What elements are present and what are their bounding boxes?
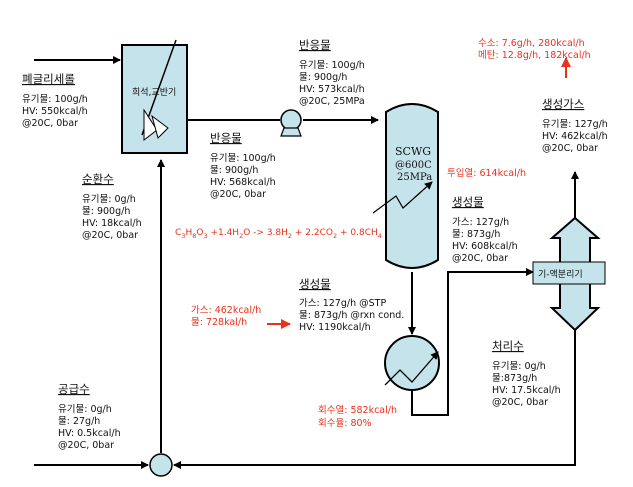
pump-icon [280, 109, 302, 131]
recovered-heat: 회수열: 582kcal/h [318, 405, 397, 416]
supply-line-4: @20C, 0bar [58, 440, 114, 451]
reactant2-line-1: 유기물: 100g/h [299, 60, 365, 71]
recycle-line-4: @20C, 0bar [82, 230, 138, 241]
heat-recovery-icon [384, 351, 439, 386]
reactant1-title: 반응물 [210, 131, 242, 145]
product2-line-3: HV: 608kcal/h [452, 241, 518, 252]
reactant1-line-4: @20C, 0bar [210, 189, 266, 200]
methane-output: 메탄: 12.8g/h, 182kcal/h [478, 50, 591, 61]
liquid-return-line [173, 330, 576, 469]
product1-line-3: HV: 1190kcal/h [299, 322, 371, 333]
reactor-name: SCWG [395, 145, 431, 158]
product1-line-1: 가스: 127g/h @STP [299, 298, 386, 309]
gas-title: 생성가스 [542, 97, 584, 111]
product2-line-2: 물: 873g/h [452, 229, 500, 240]
product2-title: 생성물 [452, 195, 484, 209]
gas-line-3: @20C, 0bar [542, 143, 598, 154]
feed-line-3: @20C, 0bar [22, 118, 78, 129]
reaction-equation: C3H8O3 +1.4H2O -> 3.8H2 + 2.2CO2 + 0.8CH… [175, 228, 382, 240]
heat-exchanger [384, 335, 440, 391]
reactant2-title: 반응물 [299, 38, 331, 52]
mixing-junction [149, 453, 173, 477]
gas-line-1: 유기물: 127g/h [542, 119, 608, 130]
treated-title: 처리수 [492, 339, 524, 353]
recycle-line-2: 물: 900g/h [82, 206, 130, 217]
treated-line-1: 유기물: 0g/h [492, 361, 546, 372]
product1-title: 생성물 [299, 277, 331, 291]
supply-line-3: HV: 0.5kcal/h [58, 428, 121, 439]
mixer-label: 희석,교반기 [132, 86, 176, 98]
treated-line-2: 물:873g/h [492, 373, 537, 384]
feed-line-2: HV: 550kcal/h [22, 106, 88, 117]
recycle-title: 순환수 [82, 172, 114, 186]
reactant2-line-2: 물: 900g/h [299, 72, 347, 83]
supply-line-1: 유기물: 0g/h [58, 404, 112, 415]
recovery-rate: 회수율: 80% [318, 418, 372, 429]
reactor-temp: @600C [395, 160, 432, 171]
separator-label-box [532, 261, 606, 285]
mixer-blade-icon [143, 108, 158, 142]
supply-line-2: 물: 27g/h [58, 416, 100, 427]
pump-base [280, 127, 302, 137]
feed-title: 폐글리세롤 [22, 72, 75, 86]
recycle-line-3: HV: 18kcal/h [82, 218, 142, 229]
reactant2-line-3: HV: 573kcal/h [299, 84, 365, 95]
treated-line-4: @20C, 0bar [492, 397, 548, 408]
reactant1-line-2: 물: 900g/h [210, 165, 258, 176]
product2-line-1: 가스: 127g/h [452, 217, 509, 228]
product1-line-2: 물: 873g/h @rxn cond. [299, 310, 404, 321]
product-water-energy: 물: 728kal/h [191, 317, 247, 328]
feed-line-1: 유기물: 100g/h [22, 94, 88, 105]
reactant1-line-3: HV: 568kcal/h [210, 177, 276, 188]
scwg-reactor [385, 103, 439, 269]
treated-line-3: HV: 17.5kcal/h [492, 385, 561, 396]
gas-line-2: HV: 462kcal/h [542, 131, 608, 142]
heat-input-icon [372, 181, 433, 214]
heat-input-label: 투입열: 614kcal/h [447, 167, 526, 179]
product-gas-energy: 가스: 462kcal/h [191, 305, 261, 316]
reactant2-line-4: @20C, 25MPa [299, 96, 365, 107]
mixer-vessel [121, 44, 188, 154]
mixer-blade-icon [151, 114, 169, 139]
separator-label: 기-액분리기 [538, 268, 583, 280]
reactant1-line-1: 유기물: 100g/h [210, 153, 276, 164]
hydrogen-output: 수소: 7.6g/h, 280kcal/h [478, 38, 585, 49]
supply-title: 공급수 [58, 382, 90, 396]
reactor-pressure: 25MPa [397, 172, 432, 183]
recycle-line-1: 유기물: 0g/h [82, 194, 136, 205]
product2-line-4: @20C, 0bar [452, 253, 508, 264]
hx-to-separator-line [411, 268, 534, 416]
